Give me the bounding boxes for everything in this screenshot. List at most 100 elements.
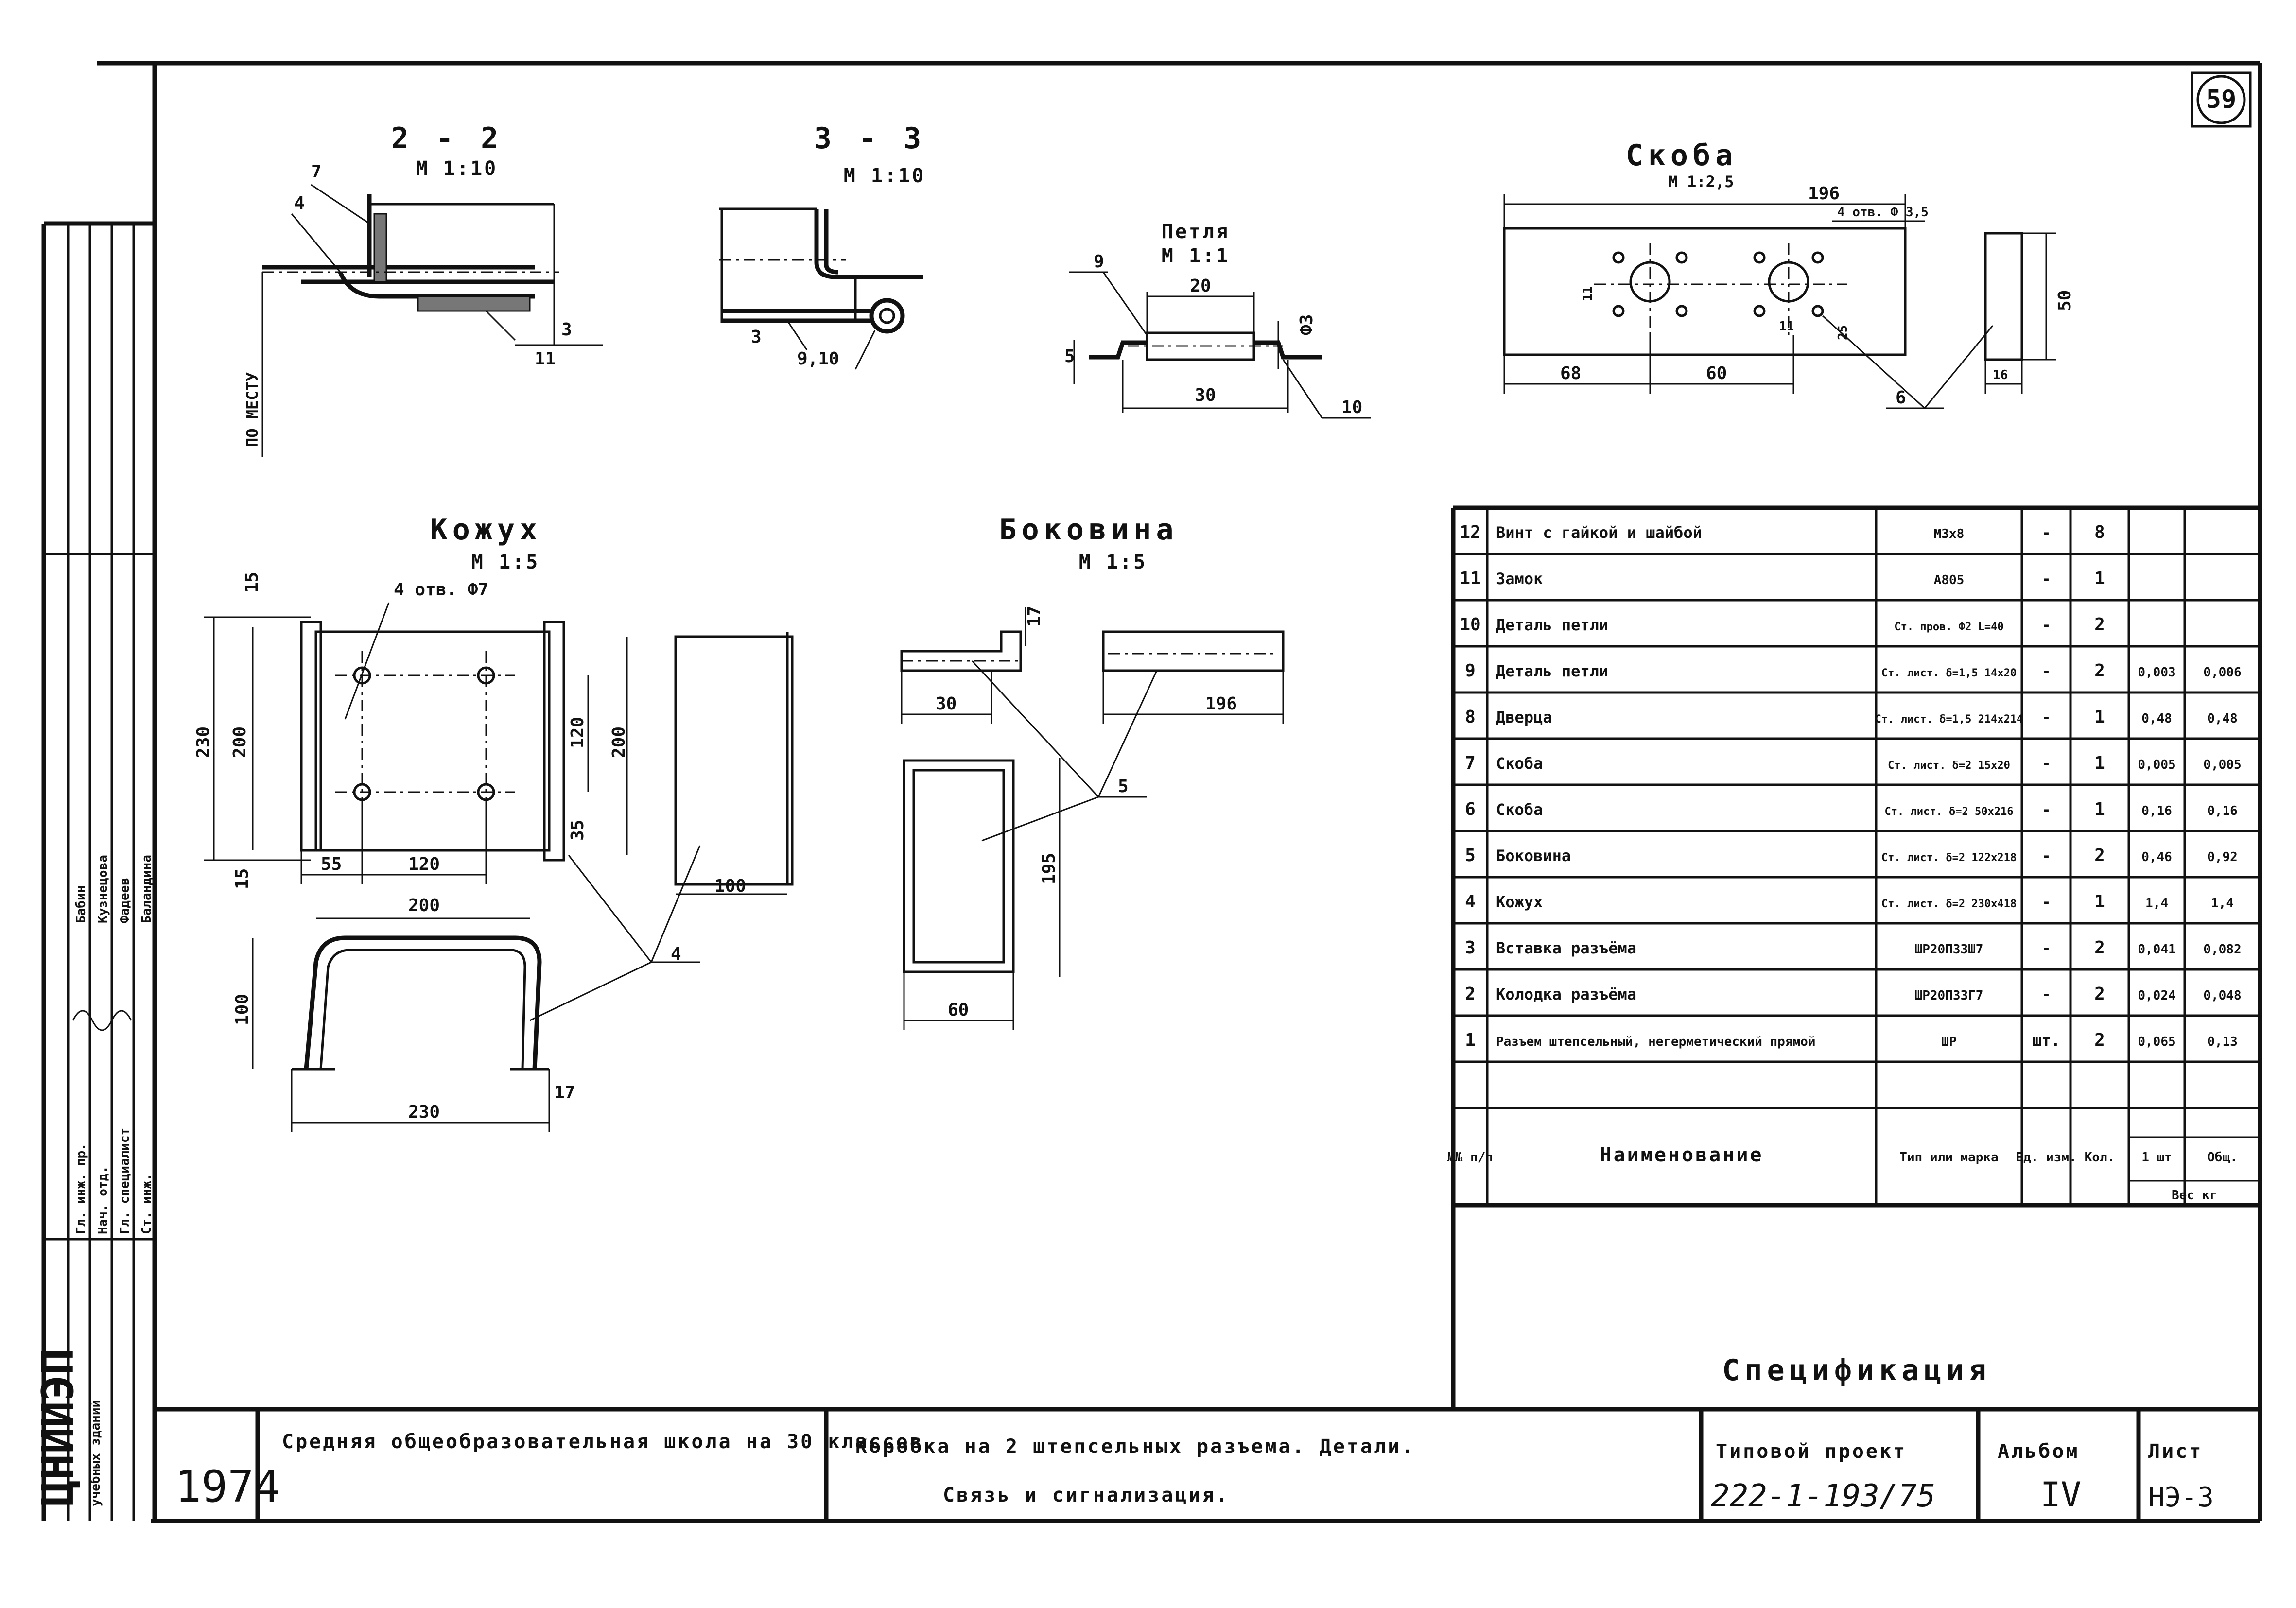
casing-dim-120b: 120 [568, 717, 588, 748]
title-project-number: 222-1-193/75 [1711, 1478, 1935, 1514]
casing-dim-15a: 15 [242, 572, 262, 593]
section-2-scale: М 1:10 [416, 157, 498, 180]
bracket-holes: 4 отв. Ф 3,5 [1837, 205, 1929, 220]
spec-header-w1: 1 шт [2141, 1150, 2172, 1165]
spec-row-unit: - [2041, 985, 2051, 1003]
loop-label-9: 9 [1094, 252, 1104, 272]
spec-row-qty: 2 [2094, 661, 2105, 681]
spec-row-qty: 1 [2094, 799, 2105, 819]
spec-row-name: Замок [1496, 570, 1543, 588]
side-dim-196: 196 [1205, 694, 1237, 714]
spec-row-type: ШР20П33Ш7 [1915, 942, 1983, 957]
casing-holes [335, 651, 515, 816]
title-year: 1974 [175, 1461, 280, 1512]
stamp-name-4: Баландина [139, 855, 154, 923]
bracket-dim-11b: 11 [1779, 319, 1794, 334]
side-dim-60: 60 [948, 1000, 969, 1020]
spec-row-type: ШР [1941, 1035, 1956, 1049]
bracket-detail: Скоба М 1:2,5 196 4 отв. Ф 3,5 68 [1503, 138, 2075, 409]
casing-dim-100b: 100 [232, 994, 252, 1025]
sheet-number-badge: 59 [2191, 71, 2252, 128]
casing-holes-label: 4 отв. Ф7 [394, 580, 488, 600]
spec-row-weight-total: 0,005 [2203, 758, 2241, 772]
spec-row-qty: 2 [2094, 846, 2105, 865]
spec-row-type: Ст. лист. δ=1,5 14х20 [1881, 667, 2017, 679]
spec-row-name: Разъем штепсельный, негерметический прям… [1496, 1035, 1815, 1049]
title-album-label: Альбом [1998, 1440, 2080, 1463]
stamp-role-2: Нач. отд. [96, 1166, 110, 1234]
side-dim-17: 17 [1025, 606, 1044, 627]
spec-row-type: Ст. лист. δ=2 15х20 [1888, 760, 2010, 772]
section-2-label-11: 11 [535, 349, 556, 369]
spec-row-name: Кожух [1496, 893, 1543, 911]
spec-row-qty: 2 [2094, 984, 2105, 1004]
section-2-title: 2 - 2 [391, 121, 504, 156]
spec-row-weight-total: 0,082 [2203, 942, 2241, 957]
title-object-text: Средняя общеобразовательная школа на 30 … [282, 1431, 923, 1453]
loop-label-10: 10 [1341, 398, 1362, 417]
spec-row-weight-total: 0,13 [2207, 1035, 2238, 1049]
spec-header-wt: Общ. [2207, 1150, 2238, 1165]
casing-label-4: 4 [671, 944, 681, 964]
spec-row-weight-one: 0,003 [2138, 665, 2175, 680]
spec-row-no: 6 [1465, 799, 1476, 819]
spec-row-weight-one: 0,065 [2138, 1035, 2175, 1049]
casing-dim-230b: 230 [408, 1102, 440, 1122]
spec-header-no: №№ п/п [1447, 1150, 1493, 1165]
spec-row-weight-one: 0,041 [2138, 942, 2175, 957]
spec-row-name: Скоба [1496, 754, 1543, 773]
bracket-holes-group [1594, 243, 1847, 335]
bracket-dim-11a: 11 [1581, 286, 1595, 301]
stamp-role-3: Гл. специалист [118, 1128, 132, 1234]
side-dim-195: 195 [1039, 853, 1059, 884]
section-2-label-7: 7 [311, 162, 322, 182]
section-2-label-4: 4 [294, 193, 305, 213]
stamp-role-1: Гл. инж. пр. [74, 1143, 88, 1234]
stamp-role-4: Ст. инж. [139, 1174, 154, 1234]
spec-row-name: Боковина [1496, 847, 1571, 865]
spec-row-weight-one: 0,48 [2141, 711, 2172, 726]
spec-row-qty: 1 [2094, 892, 2105, 912]
spec-row-type: Ст. лист. δ=2 230х418 [1881, 898, 2017, 910]
spec-row-qty: 1 [2094, 569, 2105, 588]
bracket-dim-25: 25 [1836, 325, 1850, 340]
spec-row-type: Ст. пров. Ф2 L=40 [1894, 621, 2003, 633]
spec-row-name: Деталь петли [1496, 662, 1608, 680]
loop-dim-20: 20 [1190, 276, 1211, 296]
title-album-value: IV [2040, 1475, 2081, 1515]
section-3-scale: М 1:10 [844, 165, 926, 187]
spec-row-weight-total: 0,006 [2203, 665, 2241, 680]
spec-row-weight-total: 0,16 [2207, 804, 2238, 818]
spec-row-unit: - [2041, 847, 2051, 865]
stamp-name-2: Кузнецова [96, 855, 110, 923]
casing-dim-230: 230 [193, 726, 213, 758]
title-object: Средняя общеобразовательная школа на 30 … [282, 1431, 923, 1453]
title-sheet-value: НЭ-3 [2148, 1482, 2214, 1513]
section-3-label-9-10: 9,10 [797, 349, 839, 369]
spec-row-weight-total: 0,92 [2207, 850, 2238, 865]
spec-row-weight-one: 0,16 [2141, 804, 2172, 818]
spec-row-no: 1 [1465, 1030, 1476, 1050]
casing-title: Кожух [430, 513, 542, 547]
spec-row-type: М3х8 [1934, 527, 1965, 541]
spec-row-weight-total: 0,048 [2203, 988, 2241, 1003]
spec-row-unit: - [2041, 570, 2051, 588]
loop-title: Петля [1162, 221, 1230, 243]
spec-row-qty: 8 [2094, 522, 2105, 542]
loop-dim-5: 5 [1064, 346, 1075, 366]
spec-row-unit: - [2041, 800, 2051, 819]
casing-dim-200b: 200 [609, 726, 629, 758]
section-3-title: 3 - 3 [814, 121, 926, 156]
stamp-name-3: Фадеев [118, 878, 132, 923]
spec-row-unit: шт. [2032, 1031, 2060, 1050]
title-drawing-line2: Связь и сигнализация. [943, 1484, 1230, 1506]
spec-row-weight-one: 0,024 [2138, 988, 2175, 1003]
spec-row-weight-one: 0,46 [2141, 850, 2172, 865]
bracket-scale: М 1:2,5 [1669, 173, 1734, 191]
spec-row-no: 10 [1460, 615, 1480, 635]
spec-header-weight: Вес кг [2172, 1188, 2217, 1203]
spec-row-qty: 2 [2094, 938, 2105, 958]
spec-row-name: Вставка разъёма [1496, 939, 1636, 957]
stamp-sub: учебных зданий [88, 1400, 103, 1506]
